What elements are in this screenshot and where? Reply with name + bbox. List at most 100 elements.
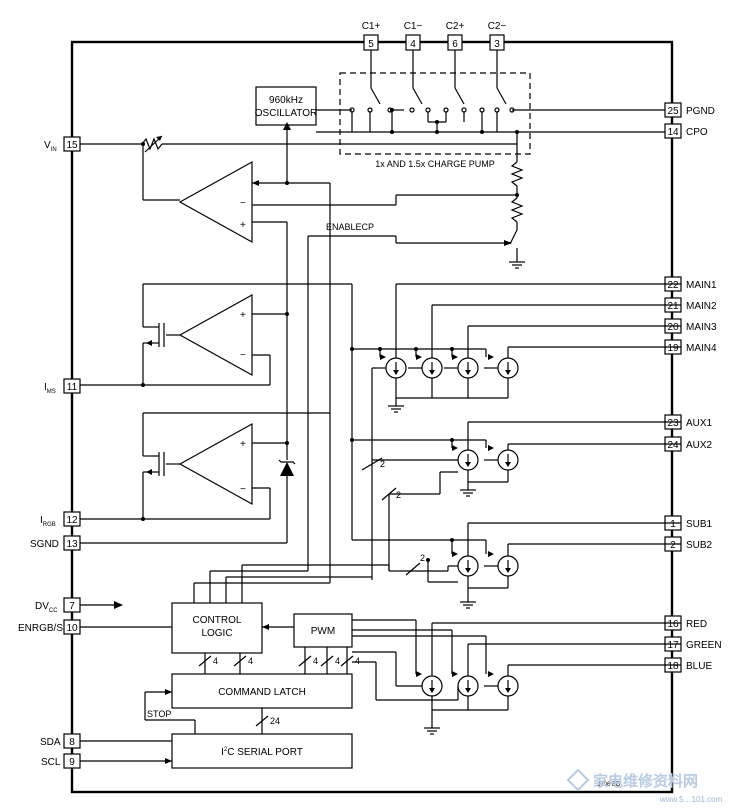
- opamp-irgb-minus: −: [240, 484, 246, 495]
- pin-enrgbs-number: 10: [66, 623, 78, 634]
- rgb-current-sources: [352, 619, 681, 735]
- oscillator-label: OSCILLATOR: [255, 108, 317, 119]
- pin-aux1-number: 23: [667, 418, 679, 429]
- opamp-irgb-plus: +: [240, 439, 246, 450]
- pin-red-label: RED: [686, 619, 707, 630]
- bus-pwm-c: 4: [355, 656, 360, 666]
- pin-c2p-label: C2+: [446, 21, 465, 32]
- pin-c1m-number: 4: [410, 39, 416, 50]
- opamp-ims-plus: +: [240, 310, 246, 321]
- pin-scl-label: SCL: [41, 757, 61, 768]
- pin-main1-label: MAIN1: [686, 280, 717, 291]
- enablecp-label: ENABLECP: [326, 222, 374, 232]
- pin-pgnd-label: PGND: [686, 106, 715, 117]
- pin-c1m: 4 C1−: [404, 21, 423, 51]
- pin-enrgbs: 10 ENRGB/S: [18, 619, 81, 635]
- pin-scl: 9 SCL: [41, 753, 81, 769]
- pin-main4-label: MAIN4: [686, 343, 717, 354]
- pin-sub2-label: SUB2: [686, 540, 713, 551]
- pin-c1m-label: C1−: [404, 21, 423, 32]
- pin-vin-number: 15: [66, 140, 78, 151]
- oscillator: 960kHz OSCILLATOR: [255, 86, 317, 183]
- control-logic-line2: LOGIC: [201, 628, 232, 639]
- sub-current-sources: 2: [352, 522, 681, 609]
- pin-red-number: 16: [667, 619, 679, 630]
- pin-green-label: GREEN: [686, 640, 722, 651]
- opamp-top-plus: +: [240, 220, 246, 231]
- opamp-irgb: + −: [80, 412, 330, 544]
- bus-cl-a: 4: [213, 656, 218, 666]
- latch-bus: 4 4 4 4 4: [198, 647, 360, 674]
- charge-pump-label: 1x AND 1.5x CHARGE PUMP: [375, 159, 495, 169]
- pin-c2p-number: 6: [452, 39, 458, 50]
- bus-pwm-a: 4: [313, 656, 318, 666]
- command-latch: COMMAND LATCH STOP 24: [144, 673, 353, 734]
- pin-sda-number: 8: [69, 737, 75, 748]
- bus-latch: 24: [270, 716, 280, 726]
- control-logic: CONTROL LOGIC: [80, 602, 294, 654]
- control-bus: [193, 564, 400, 603]
- aux-bus-width-2: 2: [396, 490, 401, 500]
- watermark-logo-icon: [566, 768, 590, 792]
- pin-c2p: 6 C2+: [446, 21, 465, 51]
- dvcc-arrow: [80, 601, 123, 609]
- pin-vin: 15 VIN: [44, 136, 81, 153]
- pin-main2-number: 21: [667, 301, 679, 312]
- pin-cpo-label: CPO: [686, 127, 708, 138]
- pin-c1p-label: C1+: [362, 21, 381, 32]
- pin-sgnd: 13 SGND: [30, 535, 81, 551]
- pin-main3-label: MAIN3: [686, 322, 717, 333]
- watermark: 家电维修资料网 www.5…101.com: [566, 768, 723, 804]
- resistor-divider: ENABLECP: [307, 161, 525, 571]
- opamp-top-minus: −: [240, 198, 246, 209]
- watermark-url: www.5…101.com: [659, 795, 723, 804]
- pin-c2m: 3 C2−: [488, 21, 506, 51]
- pin-c2m-number: 3: [494, 39, 500, 50]
- pin-main3-number: 20: [667, 322, 679, 333]
- pin-ims-label: IMS: [44, 382, 56, 395]
- i2c-serial-port: I2C SERIAL PORT: [80, 733, 353, 769]
- pin-blue-label: BLUE: [686, 661, 712, 672]
- opamp-ims-minus: −: [240, 350, 246, 361]
- aux-current-sources: 2 2: [350, 421, 681, 571]
- pin-irgb: 12 IRGB: [40, 511, 81, 528]
- pin-irgb-number: 12: [66, 515, 78, 526]
- pin-cpo: 14 CPO: [664, 123, 708, 139]
- pin-sda: 8 SDA: [40, 733, 81, 749]
- pin-main1-number: 22: [667, 280, 679, 291]
- pin-c1p: 5 C1+: [362, 21, 381, 51]
- pin-blue-number: 18: [667, 661, 679, 672]
- main-current-sources: [350, 283, 681, 580]
- pin-main2-label: MAIN2: [686, 301, 717, 312]
- stop-label: STOP: [147, 709, 171, 719]
- pin-ims-number: 11: [67, 382, 78, 393]
- pin-sub1-label: SUB1: [686, 519, 713, 530]
- opamp-ims: + −: [80, 283, 353, 540]
- pin-sub2-number: 2: [670, 540, 676, 551]
- pwm-block: PWM: [293, 613, 353, 648]
- pin-aux2-number: 24: [667, 440, 679, 451]
- pin-sub1-number: 1: [670, 519, 676, 530]
- pin-ims: 11 IMS: [44, 378, 81, 395]
- watermark-text: 家电维修资料网: [593, 772, 698, 790]
- pin-cpo-number: 14: [667, 127, 679, 138]
- pin-green-number: 17: [667, 640, 679, 651]
- vin-path: [80, 132, 518, 201]
- command-latch-label: COMMAND LATCH: [218, 687, 306, 698]
- figure-code: 3206 BD: [597, 782, 621, 788]
- pin-scl-number: 9: [69, 757, 75, 768]
- pin-sgnd-number: 13: [66, 539, 78, 550]
- pin-dvcc: 7 DVCC: [35, 597, 81, 614]
- pin-vin-label: VIN: [44, 140, 57, 153]
- pin-sgnd-label: SGND: [30, 539, 59, 550]
- sub-bus-width: 2: [420, 553, 425, 563]
- bus-cl-b: 4: [248, 656, 253, 666]
- pin-main4-number: 19: [667, 343, 679, 354]
- aux-bus-width: 2: [380, 459, 385, 469]
- pin-c1p-number: 5: [368, 39, 374, 50]
- pin-pgnd-number: 25: [667, 106, 679, 117]
- pin-irgb-label: IRGB: [40, 515, 56, 528]
- pwm-label: PWM: [311, 626, 335, 637]
- oscillator-freq: 960kHz: [269, 95, 303, 106]
